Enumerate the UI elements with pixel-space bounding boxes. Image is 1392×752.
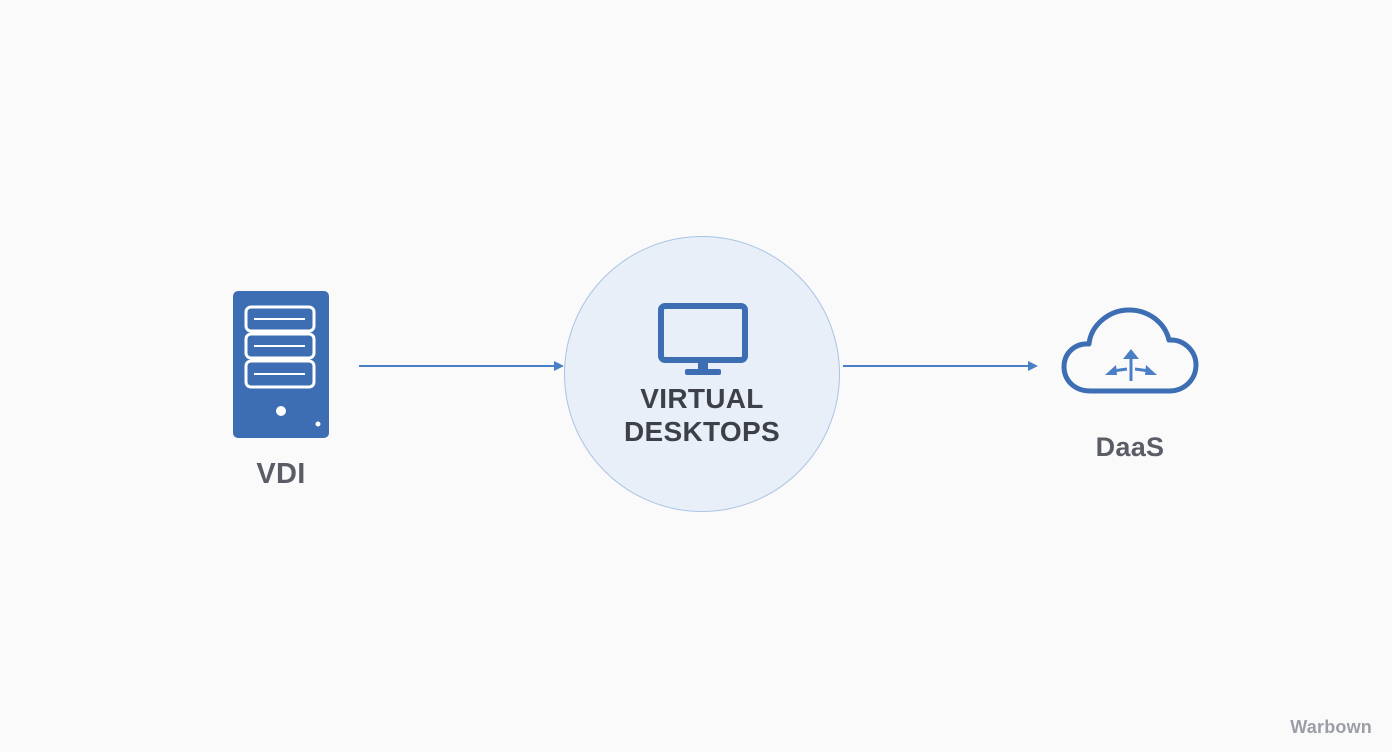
watermark-logo: Warbown [1290,717,1372,737]
daas-label: DaaS [1095,432,1165,462]
server-icon [233,291,329,438]
cloud-icon [1061,307,1199,394]
virtual-desktops-node: VIRTUAL DESKTOPS [564,236,840,512]
monitor-icon [658,303,748,375]
center-title-line1: VIRTUAL [640,383,764,414]
center-title-line2: DESKTOPS [624,416,780,447]
vdi-label: VDI [256,458,306,490]
